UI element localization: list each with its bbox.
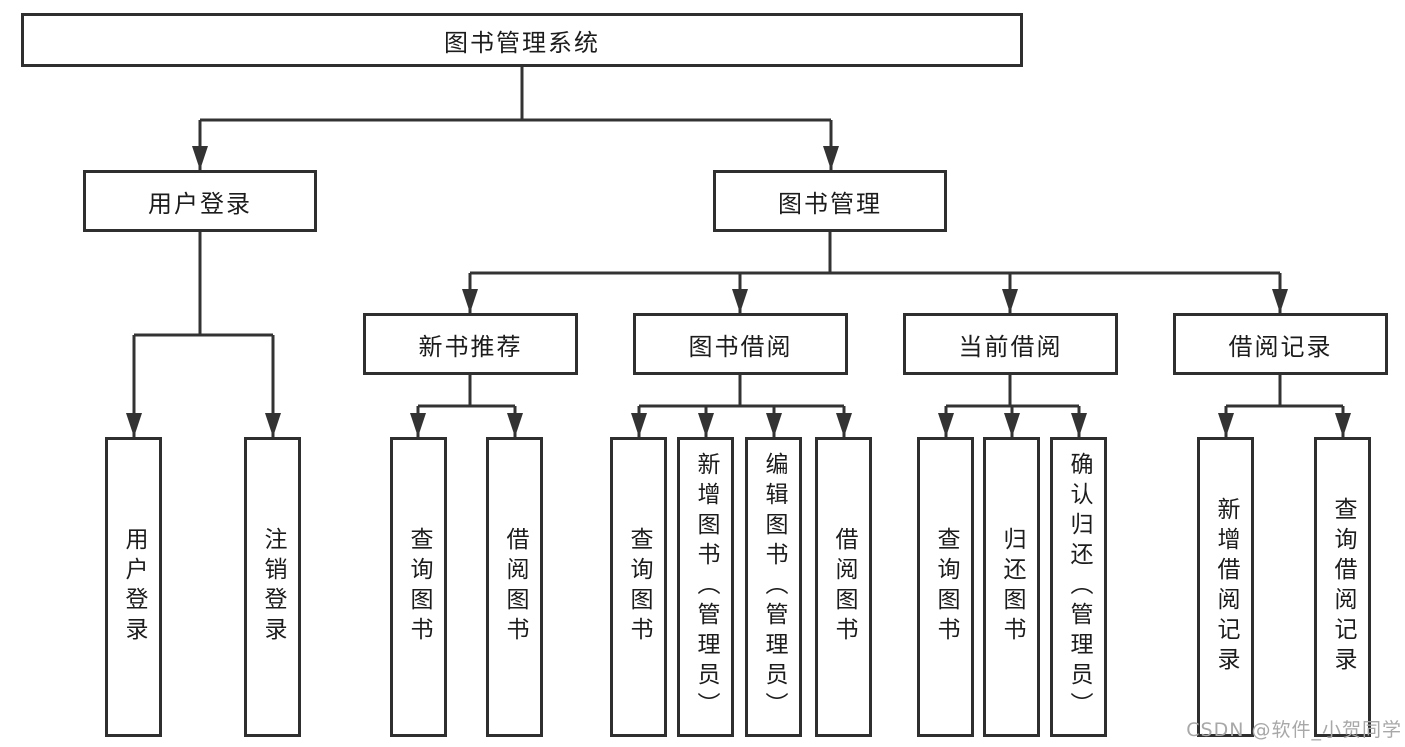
leaf-borrow-books-recommend: 借阅图书	[486, 437, 543, 737]
leaf-label: 新增借阅记录	[1213, 497, 1239, 677]
watermark: CSDN @软件_小贺同学	[1186, 719, 1402, 741]
leaf-edit-books-admin: 编辑图书（管理员）	[745, 437, 802, 737]
leaf-label: 归还图书	[999, 527, 1025, 647]
leaf-label: 确认归还（管理员）	[1066, 452, 1092, 722]
node-label: 图书管理系统	[444, 28, 600, 57]
leaf-query-borrow-record: 查询借阅记录	[1314, 437, 1371, 737]
leaf-label: 查询图书	[933, 527, 959, 647]
leaf-label: 借阅图书	[502, 527, 528, 647]
node-current-borrowing: 当前借阅	[903, 313, 1118, 375]
leaf-return-books: 归还图书	[983, 437, 1040, 737]
node-borrowing-records: 借阅记录	[1173, 313, 1388, 375]
node-label: 用户登录	[148, 189, 252, 218]
leaf-add-borrow-record: 新增借阅记录	[1197, 437, 1254, 737]
leaf-query-books-current: 查询图书	[917, 437, 974, 737]
arrowheads	[126, 146, 1351, 437]
node-label: 借阅记录	[1228, 332, 1333, 361]
leaf-logout: 注销登录	[244, 437, 301, 737]
node-book-borrowing: 图书借阅	[633, 313, 848, 375]
node-label: 图书借阅	[688, 332, 793, 361]
leaf-label: 查询图书	[406, 527, 432, 647]
node-library-management-system: 图书管理系统	[21, 13, 1023, 67]
leaf-confirm-return-admin: 确认归还（管理员）	[1050, 437, 1107, 737]
leaf-add-books-admin: 新增图书（管理员）	[677, 437, 734, 737]
leaf-query-books-recommend: 查询图书	[390, 437, 447, 737]
leaf-label: 查询借阅记录	[1330, 497, 1356, 677]
node-label: 当前借阅	[958, 332, 1063, 361]
node-label: 图书管理	[778, 189, 882, 218]
leaf-label: 查询图书	[626, 527, 652, 647]
leaf-label: 新增图书（管理员）	[693, 452, 719, 722]
node-new-book-recommendation: 新书推荐	[363, 313, 578, 375]
leaf-user-login: 用户登录	[105, 437, 162, 737]
leaf-label: 注销登录	[260, 527, 286, 647]
leaf-borrow-books: 借阅图书	[815, 437, 872, 737]
node-book-management: 图书管理	[713, 170, 947, 232]
node-label: 新书推荐	[418, 332, 523, 361]
leaf-label: 编辑图书（管理员）	[761, 452, 787, 722]
leaf-query-books-borrow: 查询图书	[610, 437, 667, 737]
leaf-label: 用户登录	[121, 527, 147, 647]
leaf-label: 借阅图书	[831, 527, 857, 647]
node-user-login: 用户登录	[83, 170, 317, 232]
